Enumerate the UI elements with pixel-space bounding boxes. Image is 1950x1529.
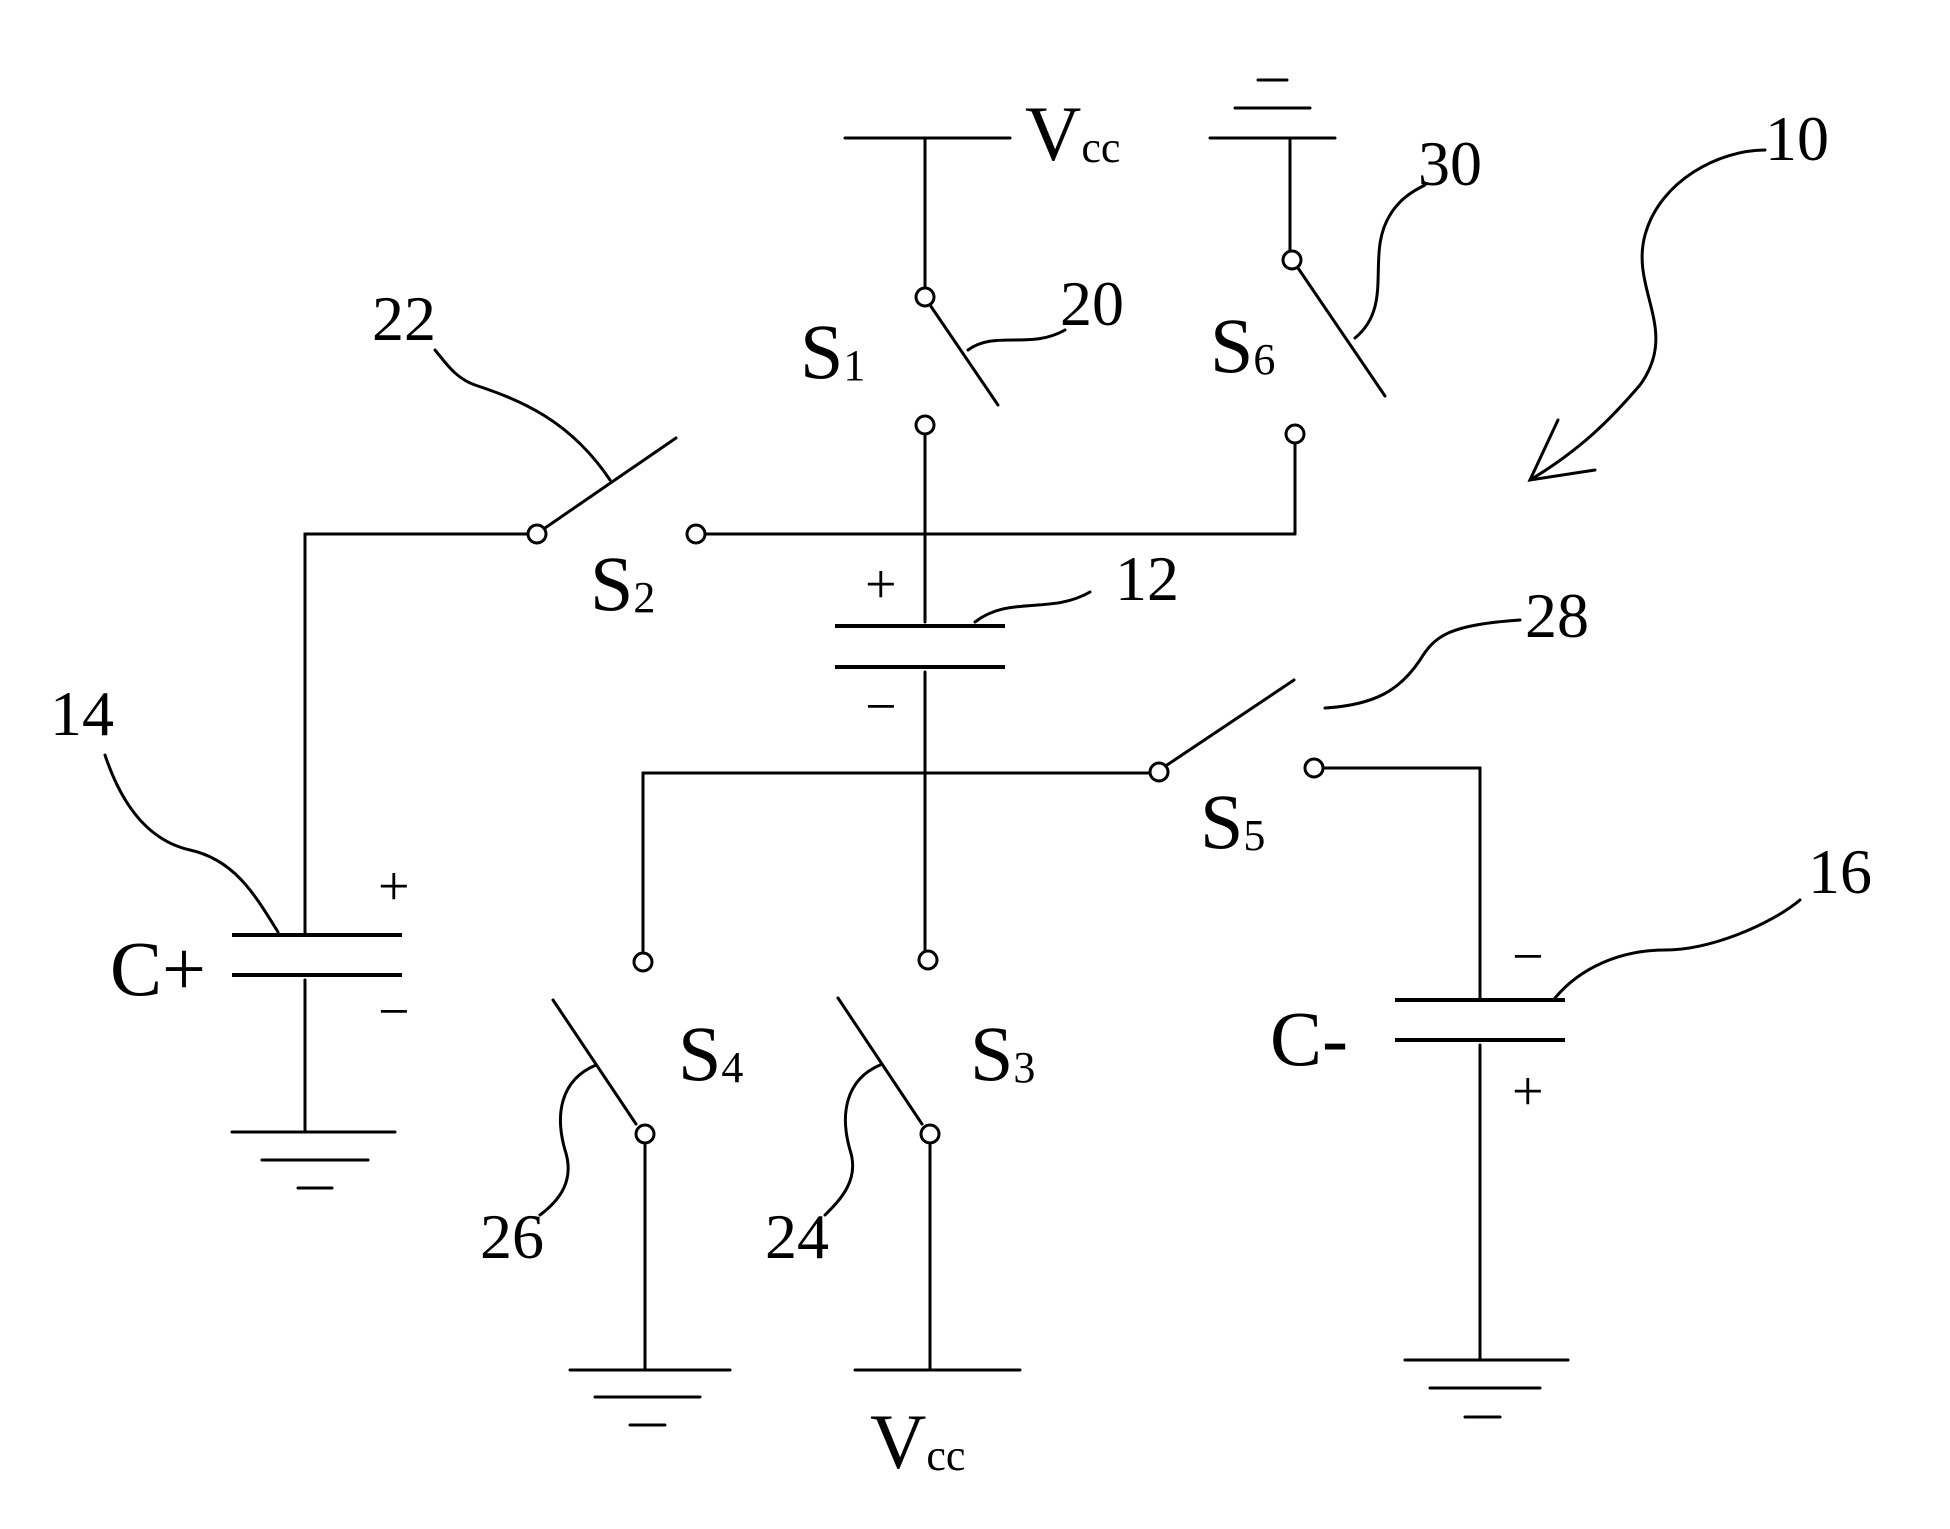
circuit-ref-number: 10 (1765, 103, 1829, 174)
vcc-top-rail (845, 138, 1010, 288)
ground-cpos (232, 1132, 395, 1188)
s1-leader-line (968, 330, 1065, 350)
s2-ref-number: 22 (372, 283, 436, 354)
flying-cap-ref-number: 12 (1115, 543, 1179, 614)
flying-cap-plus: + (865, 554, 897, 616)
flying-cap-leader-line (975, 592, 1090, 622)
switch-s2-label: S2 (590, 540, 655, 627)
circuit-ref-arrowhead (1530, 420, 1595, 480)
s3-ref-number: 24 (765, 1201, 829, 1272)
s6-leader-line (1355, 185, 1425, 338)
cap-neg-ref-number: 16 (1808, 836, 1872, 907)
s2-leader-line (435, 350, 610, 480)
s5-ref-number: 28 (1525, 580, 1589, 651)
wire-s5-to-cneg (1323, 768, 1480, 1000)
vcc-bottom-label: Vcc (870, 1398, 965, 1485)
wire-s2-to-cpos (305, 534, 528, 935)
flying-cap-minus: − (865, 676, 897, 738)
s5-leader-line (1325, 620, 1520, 708)
switch-s6 (1283, 251, 1385, 443)
switch-s4-label: S4 (678, 1010, 743, 1097)
switch-s2 (528, 438, 705, 543)
cap-neg-leader-line (1555, 900, 1800, 998)
s3-leader-line (825, 1065, 880, 1215)
s4-ref-number: 26 (480, 1201, 544, 1272)
cap-neg-minus: − (1512, 926, 1544, 988)
ground-top (1210, 80, 1335, 250)
cap-pos (232, 935, 402, 1130)
cap-pos-ref-number: 14 (50, 678, 114, 749)
cap-pos-label: C+ (110, 925, 206, 1012)
cap-neg-plus: + (1512, 1061, 1544, 1123)
cap-neg (1395, 1000, 1565, 1360)
cap-pos-minus: − (378, 981, 410, 1043)
s6-ref-number: 30 (1418, 128, 1482, 199)
vcc-top-label: Vcc (1025, 90, 1120, 177)
switch-s5-label: S5 (1200, 778, 1265, 865)
ground-s4 (570, 1370, 730, 1425)
switch-s1-label: S1 (800, 308, 865, 395)
switch-s5 (1150, 680, 1323, 781)
cap-pos-leader-line (105, 755, 278, 932)
flying-capacitor (835, 626, 1005, 950)
ground-cneg (1405, 1360, 1568, 1417)
switch-s1 (916, 288, 998, 434)
cap-neg-label: C- (1270, 995, 1348, 1082)
switch-s6-label: S6 (1210, 302, 1275, 389)
circuit-ref-squiggle (1530, 150, 1765, 480)
s4-leader-line (540, 1065, 596, 1215)
switch-s3-label: S3 (970, 1010, 1035, 1097)
s1-ref-number: 20 (1060, 268, 1124, 339)
cap-pos-plus: + (378, 856, 410, 918)
